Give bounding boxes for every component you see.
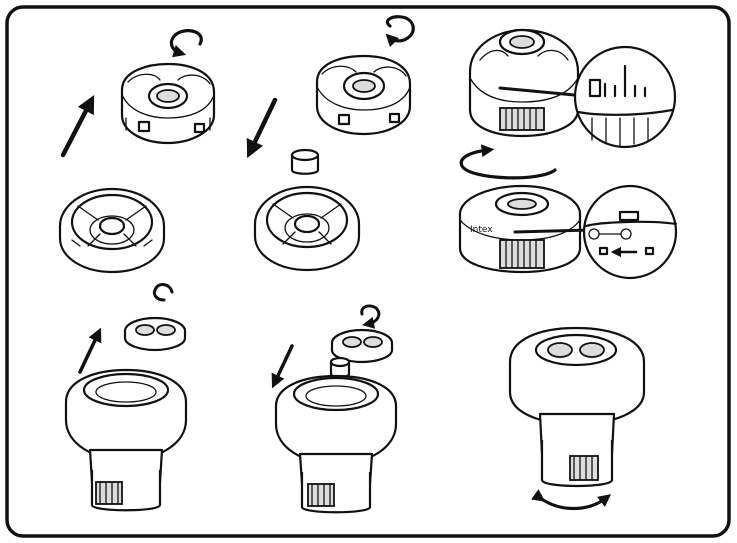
svg-text:Intex: Intex <box>470 225 493 235</box>
unlock-icon <box>644 246 655 256</box>
base-part <box>58 187 166 274</box>
lock-icon <box>598 246 609 256</box>
tablet-part <box>329 356 351 379</box>
top-cap-part <box>123 316 187 352</box>
rotate-ccw-icon <box>169 29 203 58</box>
lid-part <box>315 54 412 136</box>
step-align-notch-detail <box>468 28 677 149</box>
step-insert-tablet-and-close <box>246 15 415 272</box>
arrow-down-icon <box>246 97 278 159</box>
arrow-up-icon <box>78 327 102 374</box>
rotate-cw-icon <box>360 304 381 329</box>
magnifier-callout-icon <box>573 45 677 149</box>
step-adjust-flow-dial <box>508 326 646 510</box>
lock-callout-icon <box>582 184 678 280</box>
rotate-ccw-icon <box>152 283 174 302</box>
float-dispenser <box>274 374 398 514</box>
lid-part <box>120 62 216 145</box>
assembled-dispenser <box>468 28 580 138</box>
curved-arrow-icon <box>459 144 557 180</box>
double-arrow-icon <box>531 489 612 510</box>
outer-frame <box>5 5 731 538</box>
arrow-up-icon <box>60 95 95 158</box>
step-lift-lid <box>58 29 216 274</box>
step-rotate-to-lock: Intex <box>458 144 678 280</box>
assembled-dispenser: Intex <box>458 184 582 274</box>
top-cap-part <box>330 328 394 364</box>
rotate-cw-icon <box>385 15 415 48</box>
float-dispenser-assembled <box>508 326 646 488</box>
base-part <box>253 185 361 272</box>
step-insert-tablet-replace-cap <box>271 304 398 514</box>
arrow-down-icon <box>271 344 294 389</box>
tablet-part <box>290 148 320 175</box>
float-dispenser <box>64 368 188 512</box>
step-remove-top-cap <box>64 283 188 512</box>
